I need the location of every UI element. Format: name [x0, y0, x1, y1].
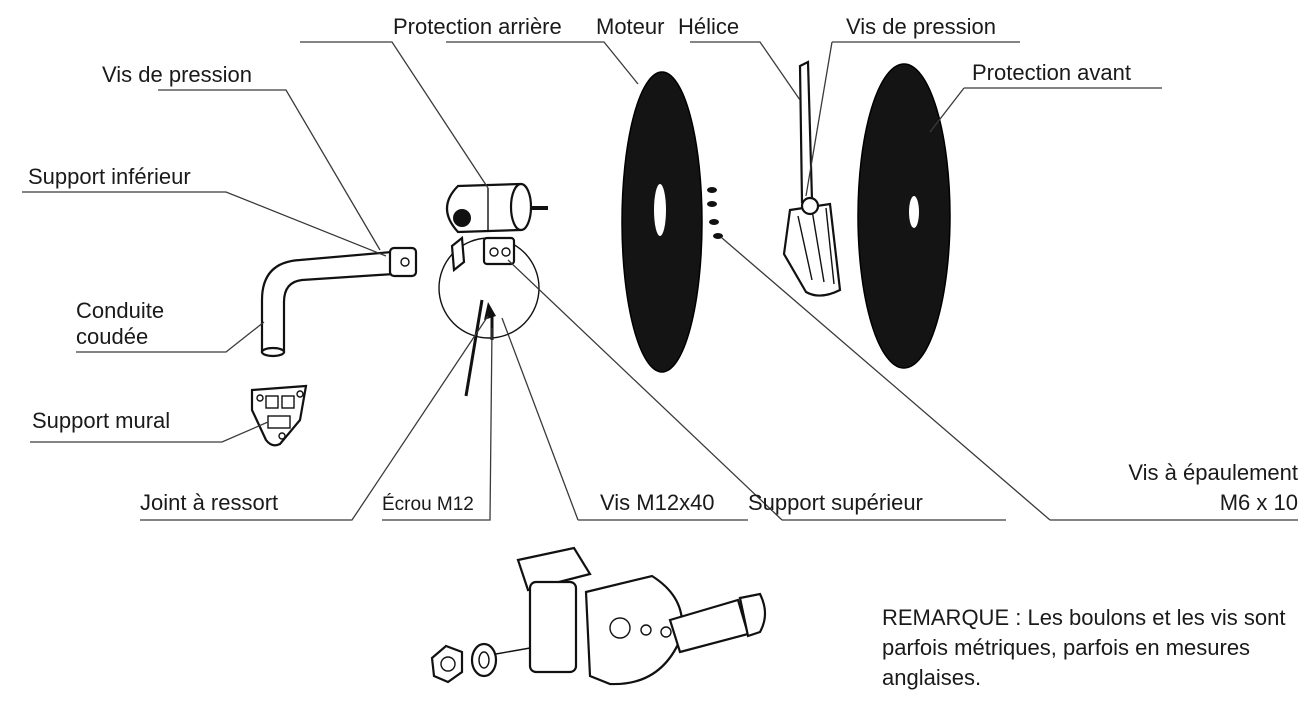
label-elbow-conduit-line1: Conduite [76, 298, 164, 323]
label-shoulder-screw-line1: Vis à épaulement [1128, 460, 1298, 485]
label-shoulder-screw-line2: M6 x 10 [1220, 490, 1298, 515]
label-pressure-screw-top: Vis de pression [846, 14, 996, 39]
upper-support-part [438, 235, 540, 339]
motor-part [445, 182, 548, 234]
label-upper-support: Support supérieur [748, 490, 923, 515]
label-screw-m12x40: Vis M12x40 [600, 490, 715, 515]
label-motor: Moteur [596, 14, 664, 39]
label-lower-support: Support inférieur [28, 164, 191, 189]
label-spring-joint: Joint à ressort [140, 490, 278, 515]
label-front-guard: Protection avant [972, 60, 1131, 85]
label-elbow-conduit-line2: coudée [76, 324, 148, 349]
label-propeller: Hélice [678, 14, 739, 39]
assembly-detail-part [430, 546, 767, 686]
front-guard-part [857, 63, 951, 369]
remark-note: REMARQUE : Les boulons et les vis sont p… [882, 605, 1286, 690]
label-wall-bracket: Support mural [32, 408, 170, 433]
label-pressure-screw-left: Vis de pression [102, 62, 252, 87]
elbow-conduit-part [260, 246, 418, 358]
shoulder-screws-part [707, 187, 723, 239]
propeller-part [782, 60, 842, 297]
leader-lines [22, 41, 1298, 521]
wall-bracket-part [250, 384, 308, 447]
label-nut-m12: Écrou M12 [382, 494, 474, 515]
rear-guard-part [621, 71, 703, 373]
label-rear-guard: Protection arrière [393, 14, 562, 39]
